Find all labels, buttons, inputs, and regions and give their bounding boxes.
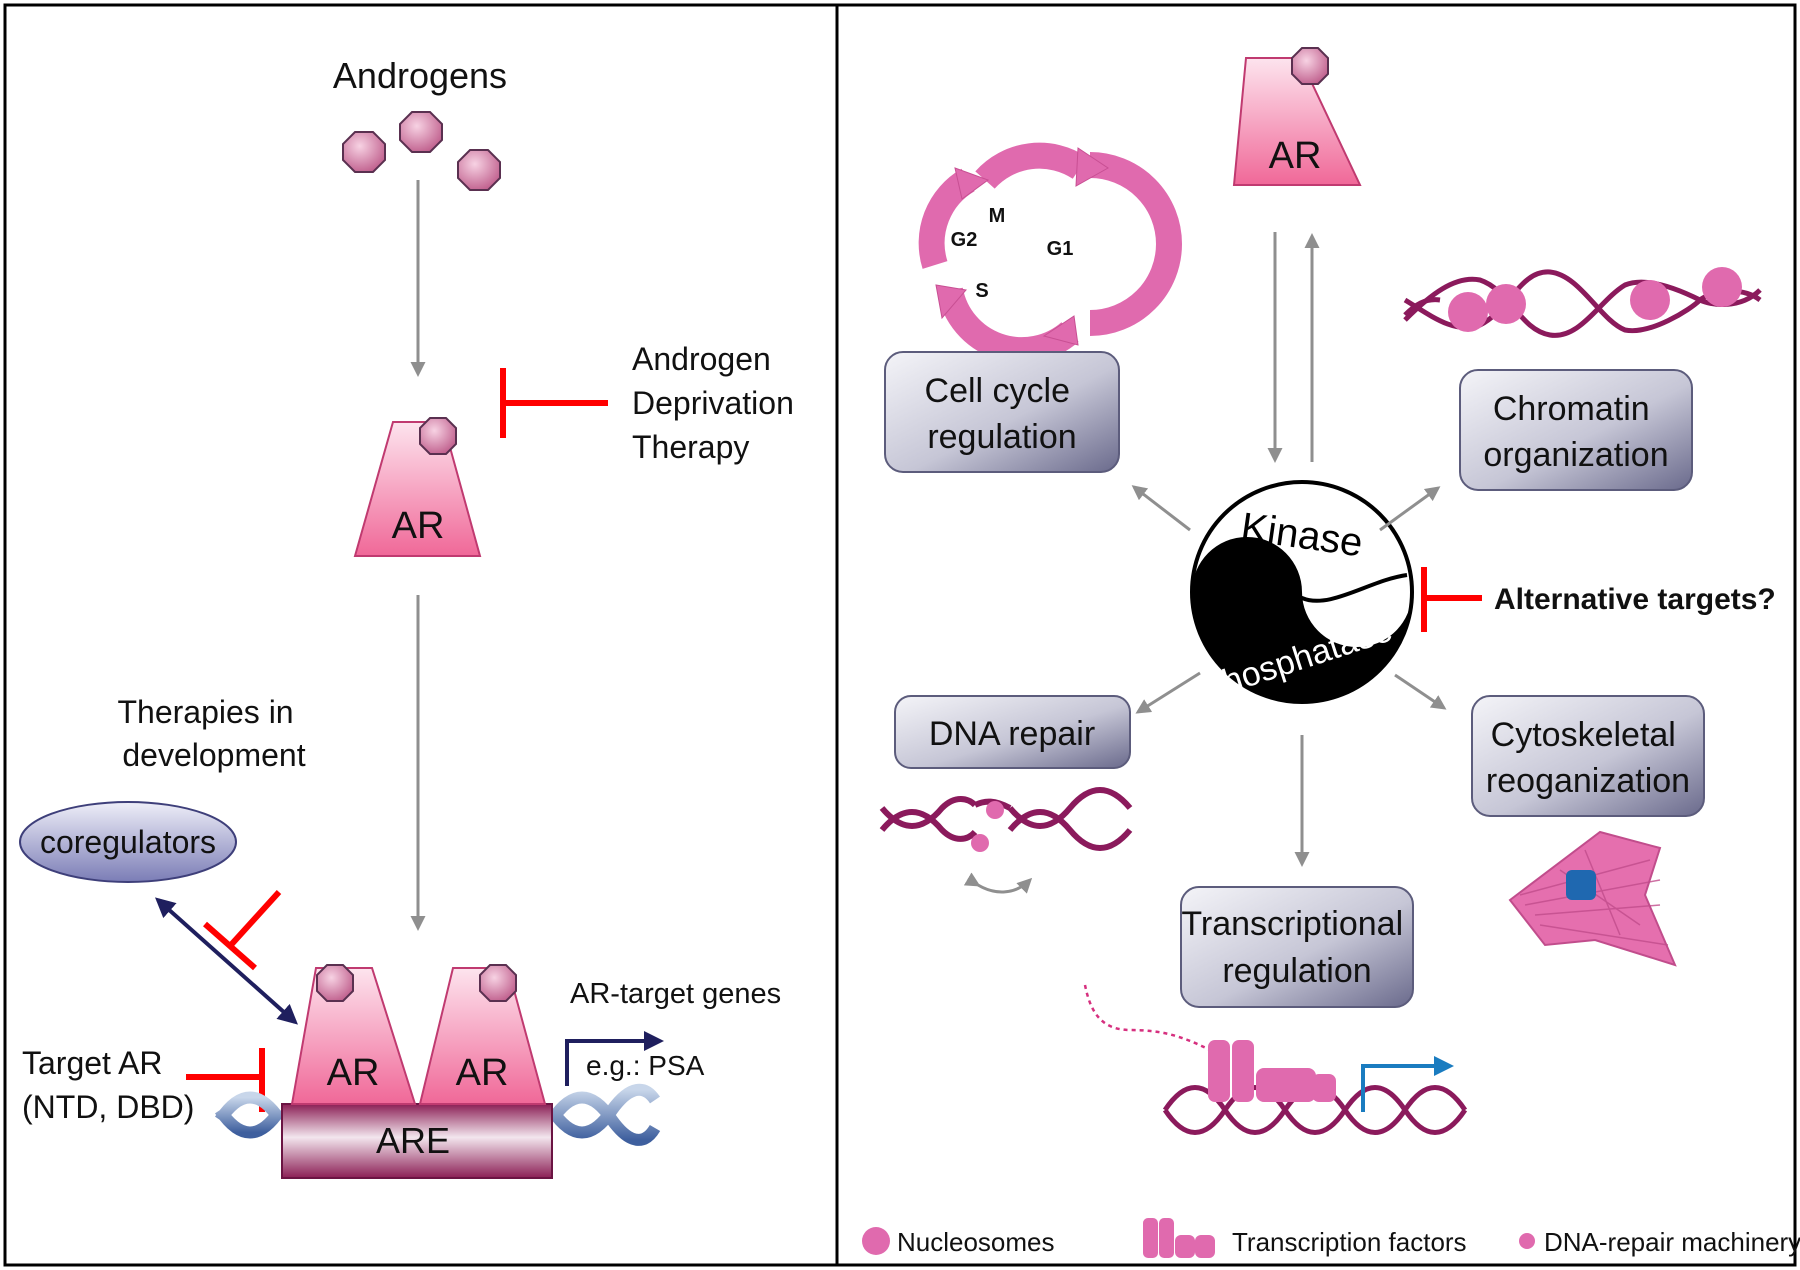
svg-text:Transcriptional regulati: Transcriptional regulation (1181, 905, 1412, 990)
target-ar-line-2: (NTD, DBD) (22, 1089, 194, 1125)
are-element: ARE (281, 1103, 553, 1179)
androgen-molecule-1 (342, 131, 386, 173)
legend-transcription-factor-icon (1143, 1218, 1215, 1258)
rna-strand (1083, 984, 1211, 1052)
chromatin-organization-box: Chromatin organization (1459, 369, 1693, 491)
therapies-label-line-2: development (122, 737, 305, 773)
transcriptional-regulation-box: Transcriptional regulation (1180, 886, 1414, 1008)
chromatin-box-line-1: Chromatin (1493, 390, 1650, 428)
alternative-targets-label: Alternative targets? (1494, 583, 1776, 616)
nucleosome (1486, 284, 1526, 324)
cell-cycle-box-line-2: regulation (927, 418, 1076, 456)
androgen-molecules (342, 111, 501, 191)
ar-top-label: AR (1269, 135, 1322, 177)
alternative-targets-inhibition-symbol (1421, 567, 1482, 632)
cytoskeletal-box-line-2: reoganization (1486, 762, 1690, 800)
cell-cycle-regulation-box: Cell cycle regulation (884, 351, 1120, 473)
cell-cycle-phase-g1: G1 (1047, 238, 1074, 260)
transcriptional-box-line-1: Transcriptional (1181, 905, 1403, 943)
cell-cycle-diagram: M G1 S G2 (918, 142, 1182, 364)
adt-label-line-2: Deprivation (632, 385, 794, 421)
dna-helix-left (215, 1091, 285, 1139)
therapies-label: Therapies in development (118, 694, 306, 773)
ar-top-ligand (1291, 47, 1329, 85)
ar-dimer-left-label: AR (327, 1052, 380, 1094)
ar-dimer-right-ligand (479, 964, 517, 1002)
svg-text:Cytoskeletal reoganizati: Cytoskeletal reoganization (1486, 716, 1690, 800)
cytoskeletal-box-line-1: Cytoskeletal (1491, 716, 1676, 754)
transcription-start-arrow (565, 1031, 664, 1086)
ar-target-genes-label: AR-target genes (570, 978, 781, 1010)
ar-receptor-dimer-left: AR (290, 964, 417, 1105)
legend: Nucleosomes Transcription factors DNA-re… (862, 1218, 1800, 1258)
transcriptional-box-line-2: regulation (1222, 952, 1371, 990)
ar-receptor-dimer-right: AR (418, 964, 547, 1105)
legend-dna-repair-icon (1519, 1233, 1535, 1249)
dna-helix-right (547, 1083, 661, 1146)
coregulators-label: coregulators (40, 824, 216, 860)
psa-example-label: e.g.: PSA (586, 1050, 705, 1081)
arrow-to-cytoskeletal (1394, 673, 1447, 710)
are-label: ARE (376, 1120, 450, 1161)
ar-receptor-top: AR (1232, 47, 1362, 186)
dna-repair-box-line-1: DNA repair (929, 715, 1095, 753)
arrow-to-chromatin (1379, 486, 1441, 532)
dna-repair-box: DNA repair (894, 695, 1131, 769)
adt-label-line-3: Therapy (632, 429, 749, 465)
androgen-molecule-2 (399, 111, 443, 153)
cytoskeletal-reorganization-box: Cytoskeletal reoganization (1471, 695, 1705, 817)
ar-center-label: AR (392, 505, 445, 547)
ar-receptor-center: AR (353, 417, 482, 557)
cell-nucleus (1566, 870, 1596, 900)
androgens-label: Androgens (333, 55, 507, 96)
coregulators-ellipse: coregulators (19, 801, 237, 883)
transcription-start-site-arrow (1361, 1056, 1454, 1112)
coregulator-ar-interaction-arrow (155, 897, 298, 1025)
ar-dimer-right-label: AR (456, 1052, 509, 1094)
svg-text:Cell cycle regulation: Cell cycle regulation (925, 372, 1080, 456)
cell-cycle-phase-g2: G2 (951, 229, 978, 251)
therapies-label-line-1: Therapies in (118, 694, 294, 730)
target-ar-label: Target AR (NTD, DBD) (22, 1045, 194, 1125)
ar-dimer-left-ligand (316, 964, 354, 1002)
arrow-to-cell-cycle (1131, 485, 1191, 532)
nucleosome (1448, 292, 1488, 332)
legend-transcription-factors-label: Transcription factors (1232, 1227, 1467, 1257)
right-panel-border (835, 3, 1797, 1267)
legend-nucleosomes-label: Nucleosomes (897, 1227, 1055, 1257)
ar-bound-ligand (419, 417, 457, 455)
cell-cycle-box-line-1: Cell cycle (925, 372, 1070, 410)
cytoskeleton-cell-illustration (1508, 830, 1677, 967)
cell-cycle-phase-m: M (989, 205, 1006, 227)
coregulator-inhibition-symbol (203, 889, 282, 971)
chromatin-box-line-2: organization (1483, 436, 1668, 474)
transcription-factor-complex (1208, 1040, 1336, 1102)
transcription-illustration (1083, 984, 1468, 1135)
androgen-molecule-3 (457, 149, 501, 191)
arrow-to-dna-repair (1135, 671, 1201, 714)
dna-repair-illustration (879, 787, 1133, 851)
nucleosome (1630, 280, 1670, 320)
kinase-phosphatase-yinyang: Kinase Phosphatase (1190, 480, 1414, 708)
chromatin-dna-illustration (1403, 267, 1762, 338)
dna-repair-cycle-arrow (963, 872, 1033, 894)
svg-text:Chromatin organization: Chromatin organization (1483, 390, 1668, 474)
dna-repair-machinery-dot (986, 801, 1004, 819)
adt-label-line-1: Androgen (632, 341, 771, 377)
adt-inhibition-symbol (500, 368, 608, 438)
legend-dna-repair-machinery-label: DNA-repair machinery (1544, 1227, 1800, 1257)
cell-cycle-phase-s: S (975, 280, 988, 302)
dna-repair-machinery-dot (971, 834, 989, 852)
target-ar-line-1: Target AR (22, 1045, 163, 1081)
nucleosome (1702, 267, 1742, 307)
legend-nucleosome-icon (862, 1227, 890, 1255)
adt-label: Androgen Deprivation Therapy (632, 341, 803, 465)
